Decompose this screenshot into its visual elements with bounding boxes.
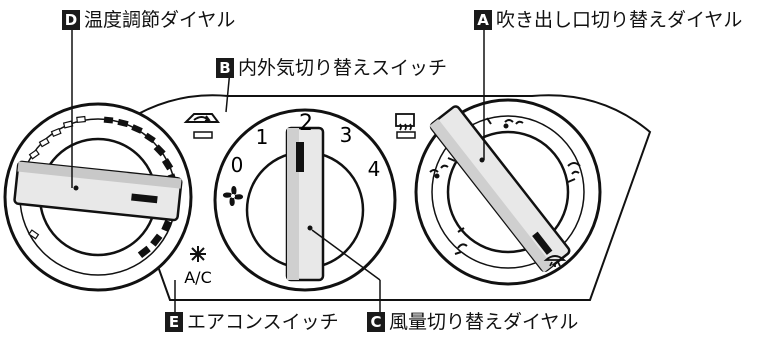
fan-speed-1: 1	[256, 125, 269, 149]
callout-label-c: 風量切り替えダイヤル	[389, 311, 579, 333]
rear-defogger-switch[interactable]	[395, 113, 416, 139]
callout-badge-d: D	[62, 10, 80, 30]
temperature-scale-warm	[103, 116, 179, 259]
callout-temperature-dial: D 温度調節ダイヤル	[62, 9, 235, 31]
recirculation-switch[interactable]	[183, 113, 220, 139]
recirculation-icon	[183, 113, 220, 123]
foot-vent-icon	[454, 243, 468, 255]
callout-badge-c: C	[367, 312, 385, 332]
callout-label-e: エアコンスイッチ	[187, 311, 339, 333]
bilevel-vent-icon	[429, 164, 449, 179]
ac-label: A/C	[184, 268, 212, 287]
fan-icon	[222, 185, 244, 207]
foot-defrost-icon	[567, 162, 581, 175]
mode-knob-handle	[429, 105, 571, 273]
defroster-icon	[543, 255, 567, 267]
fan-speed-4: 4	[368, 157, 381, 181]
ac-snowflake-icon	[190, 246, 206, 262]
callout-label-b: 内外気切り替えスイッチ	[238, 57, 448, 79]
temperature-knob-handle	[13, 160, 183, 222]
temperature-dial[interactable]	[3, 102, 193, 292]
fan-speed-3: 3	[340, 123, 353, 147]
fan-speed-2: 2	[299, 111, 313, 136]
callout-fan-speed-dial: C 風量切り替えダイヤル	[367, 311, 578, 333]
ac-switch[interactable]: A/C	[184, 246, 212, 287]
callout-badge-e: E	[165, 312, 183, 332]
mode-dial[interactable]	[414, 98, 602, 286]
fan-speed-0: 0	[231, 153, 244, 177]
fan-speed-dial[interactable]: 0 1 2 3 4	[213, 108, 397, 292]
callout-label-a: 吹き出し口切り替えダイヤル	[496, 9, 743, 31]
callout-mode-dial: A 吹き出し口切り替えダイヤル	[474, 9, 742, 31]
callout-label-d: 温度調節ダイヤル	[84, 9, 236, 31]
callout-recirculation-switch: B 内外気切り替えスイッチ	[216, 57, 447, 79]
rear-defogger-icon	[395, 113, 415, 131]
callout-ac-switch: E エアコンスイッチ	[165, 311, 339, 333]
callout-badge-b: B	[216, 58, 234, 78]
temperature-scale-cool	[28, 115, 86, 240]
callout-badge-a: A	[474, 10, 492, 30]
face-vent-icon	[503, 119, 524, 129]
